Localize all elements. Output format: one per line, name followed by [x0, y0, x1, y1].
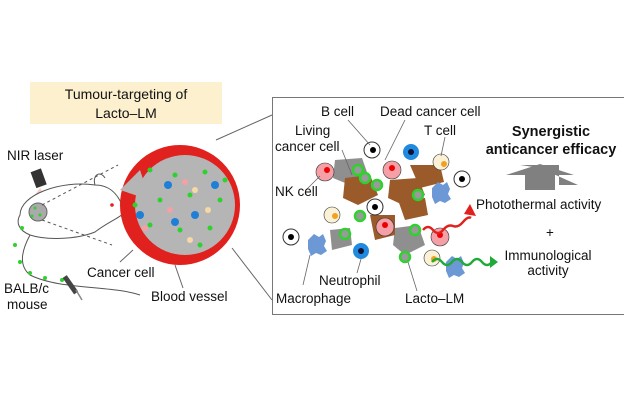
label-macrophage: Macrophage — [276, 291, 352, 306]
tail-nanoparticles — [13, 206, 64, 282]
title-line-1: Tumour-targeting of — [64, 86, 188, 102]
label-immunological-line2: activity — [527, 263, 569, 278]
label-mouse: mouse — [7, 297, 48, 312]
outcome-heading: Synergistic anticancer efficacy — [478, 123, 624, 159]
synergy-up-arrow-full — [506, 164, 574, 190]
label-lacto-lm: Lacto–LM — [405, 291, 465, 306]
leader-cancer-cell — [119, 249, 134, 263]
label-nk-cell: NK cell — [275, 184, 318, 199]
leader-blood-vessel — [174, 264, 184, 289]
syringe-icon — [62, 275, 83, 301]
photothermal-arrowhead — [464, 204, 476, 216]
title-box: Tumour-targeting of Lacto–LM — [30, 82, 222, 124]
immunological-arrow — [431, 257, 493, 267]
synergy-up-arrow — [520, 165, 578, 185]
label-neutrophil: Neutrophil — [319, 273, 381, 288]
label-plus: + — [546, 225, 554, 240]
panel-leaders — [302, 119, 446, 292]
mouse-icon — [17, 173, 141, 296]
outcome-heading-line1: Synergistic — [511, 124, 591, 140]
outcome-heading-line2: anticancer efficacy — [485, 142, 617, 158]
label-b-cell: B cell — [321, 104, 355, 119]
label-immunological-line1: Immunological — [504, 248, 592, 263]
label-living-line2: cancer cell — [275, 139, 340, 154]
label-blood-vessel: Blood vessel — [151, 289, 228, 304]
zoom-line-panel-bottom — [231, 247, 273, 301]
label-immunological: Immunological activity — [492, 248, 604, 278]
immunological-arrowhead — [490, 256, 498, 268]
label-photothermal: Photothermal activity — [476, 197, 602, 212]
label-dead-cancer-cell: Dead cancer cell — [380, 104, 481, 119]
label-cancer-cell: Cancer cell — [87, 265, 155, 280]
label-nir-laser: NIR laser — [7, 148, 64, 163]
label-balbc: BALB/c — [4, 281, 50, 296]
photothermal-arrow — [422, 216, 472, 235]
zoom-line-bottom — [41, 219, 113, 246]
mechanism-panel — [272, 97, 624, 315]
tumour-illustration — [120, 145, 265, 270]
zoom-line-top — [41, 164, 119, 206]
title-line-2: Lacto–LM — [95, 105, 157, 121]
label-living-line1: Living — [295, 123, 331, 138]
panel-cells — [282, 141, 471, 278]
label-t-cell: T cell — [424, 123, 457, 138]
zoom-line-panel-top — [215, 114, 273, 141]
